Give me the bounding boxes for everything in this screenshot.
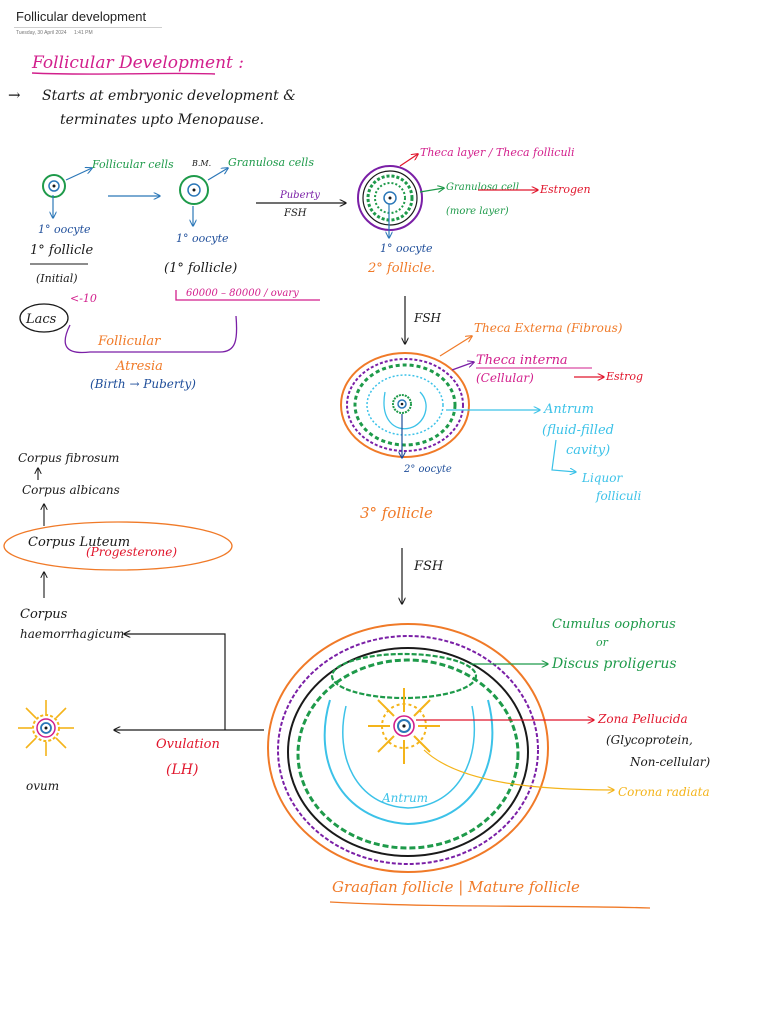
label-atresia-1: Follicular bbox=[97, 334, 161, 349]
primary-follicle-drawing bbox=[179, 175, 209, 205]
bracket-liquor bbox=[551, 439, 576, 472]
label-primordial-follicle: 1° follicle bbox=[30, 243, 93, 258]
label-birth-puberty: (Birth → Puberty) bbox=[90, 377, 196, 391]
label-follicular-cells: Follicular cells bbox=[91, 158, 174, 171]
label-oocyte-3: 1° oocyte bbox=[380, 242, 433, 255]
label-cumulus-1: Cumulus oophorus bbox=[552, 617, 676, 632]
label-glycoprotein: (Glycoprotein, bbox=[606, 733, 693, 747]
heading: Follicular Development : bbox=[31, 53, 244, 73]
ovum-drawing bbox=[18, 700, 74, 756]
tertiary-follicle-drawing bbox=[340, 352, 470, 458]
secondary-follicle-drawing bbox=[357, 165, 423, 231]
label-fluid-filled: (fluid-filled bbox=[542, 423, 614, 438]
label-granulosa-2: Granulosa cell bbox=[446, 182, 519, 193]
label-zona: Zona Pellucida bbox=[597, 712, 688, 726]
label-ovum: ovum bbox=[26, 779, 59, 793]
intro-line-1: Starts at embryonic development & bbox=[42, 88, 296, 104]
heading-underline bbox=[31, 72, 216, 75]
arrow-granulosa-2 bbox=[419, 188, 444, 192]
label-more-layers: (more layer) bbox=[446, 206, 509, 217]
label-corpus-haem-2: haemorrhagicum bbox=[20, 627, 124, 641]
label-corona: Corona radiata bbox=[618, 785, 710, 799]
label-liquor: Liquor bbox=[581, 471, 623, 485]
label-secondary-follicle: 2° follicle. bbox=[367, 261, 435, 276]
arrow-theca-interna bbox=[451, 362, 474, 371]
intro-line-2: terminates upto Menopause. bbox=[60, 112, 264, 128]
label-primordial-sub: (Initial) bbox=[36, 272, 78, 285]
count-bracket bbox=[175, 290, 320, 301]
luteum-bubble bbox=[3, 521, 233, 571]
label-estrogen-2: Estrog bbox=[605, 370, 643, 383]
graafian-underline bbox=[329, 901, 651, 909]
page-date: Tuesday, 30 April 2024 bbox=[16, 30, 67, 36]
label-discus: Discus proligerus bbox=[551, 656, 677, 672]
label-progesterone: (Progesterone) bbox=[86, 545, 177, 559]
page-time: 1:41 PM bbox=[74, 30, 93, 36]
intro-arrow: → bbox=[8, 86, 21, 104]
label-fsh-1: FSH bbox=[283, 208, 307, 219]
page-title: Follicular development bbox=[16, 9, 147, 24]
label-theca-interna: Theca interna bbox=[476, 353, 568, 368]
lacs-bubble bbox=[19, 303, 69, 333]
label-tertiary-follicle: 3° follicle bbox=[360, 504, 433, 522]
label-lacs-num: <-10 bbox=[70, 292, 97, 305]
label-oocyte-secondary: 2° oocyte bbox=[403, 464, 452, 475]
label-graafian: Graafian follicle | Mature follicle bbox=[332, 878, 580, 896]
label-corpus-haem-1: Corpus bbox=[20, 607, 68, 622]
label-cumulus-or: or bbox=[596, 636, 609, 649]
label-estrogen-1: Estrogen bbox=[539, 183, 591, 196]
label-oocyte-2: 1° oocyte bbox=[176, 232, 229, 245]
label-corpus-fibrosum: Corpus fibrosum bbox=[18, 451, 119, 465]
label-fsh-3: FSH bbox=[413, 559, 444, 574]
label-primary-follicle: (1° follicle) bbox=[164, 261, 237, 276]
arrow-granulosa bbox=[207, 168, 228, 181]
label-puberty: Puberty bbox=[279, 190, 320, 201]
primordial-follicle-drawing bbox=[42, 174, 66, 198]
arrow-to-haem bbox=[124, 634, 226, 730]
label-ovulation: Ovulation bbox=[156, 737, 220, 752]
arrow-theca-externa bbox=[439, 336, 472, 357]
arrow-follicular-cells bbox=[65, 168, 92, 181]
atresia-bracket bbox=[64, 315, 238, 354]
label-lh: (LH) bbox=[166, 762, 198, 778]
label-cavity: cavity) bbox=[566, 443, 610, 458]
label-non-cellular: Non-cellular) bbox=[629, 755, 710, 769]
title-rule bbox=[14, 27, 162, 28]
label-fsh-2: FSH bbox=[413, 311, 442, 325]
label-bm: B.M. bbox=[191, 159, 211, 168]
label-antrum-2: Antrum bbox=[381, 791, 428, 805]
label-theca-externa: Theca Externa (Fibrous) bbox=[474, 321, 623, 335]
label-corpus-albicans: Corpus albicans bbox=[22, 483, 120, 497]
label-theca-layer: Theca layer / Theca folliculi bbox=[420, 146, 575, 159]
arrow-corona bbox=[423, 749, 614, 790]
label-granulosa-cells: Granulosa cells bbox=[228, 156, 314, 169]
graafian-follicle-drawing bbox=[267, 623, 549, 873]
label-folliculi: folliculi bbox=[595, 489, 641, 503]
label-atresia-2: Atresia bbox=[115, 359, 163, 374]
label-corpus-luteum: Corpus Luteum bbox=[28, 535, 130, 550]
label-antrum-1: Antrum bbox=[543, 402, 594, 417]
label-oocyte-1: 1° oocyte bbox=[38, 223, 91, 236]
label-lacs: Lacs bbox=[25, 312, 57, 327]
label-cellular: (Cellular) bbox=[476, 371, 534, 385]
arrow-theca-layer bbox=[399, 154, 418, 167]
label-count-range: 60000 – 80000 / ovary bbox=[186, 288, 299, 299]
